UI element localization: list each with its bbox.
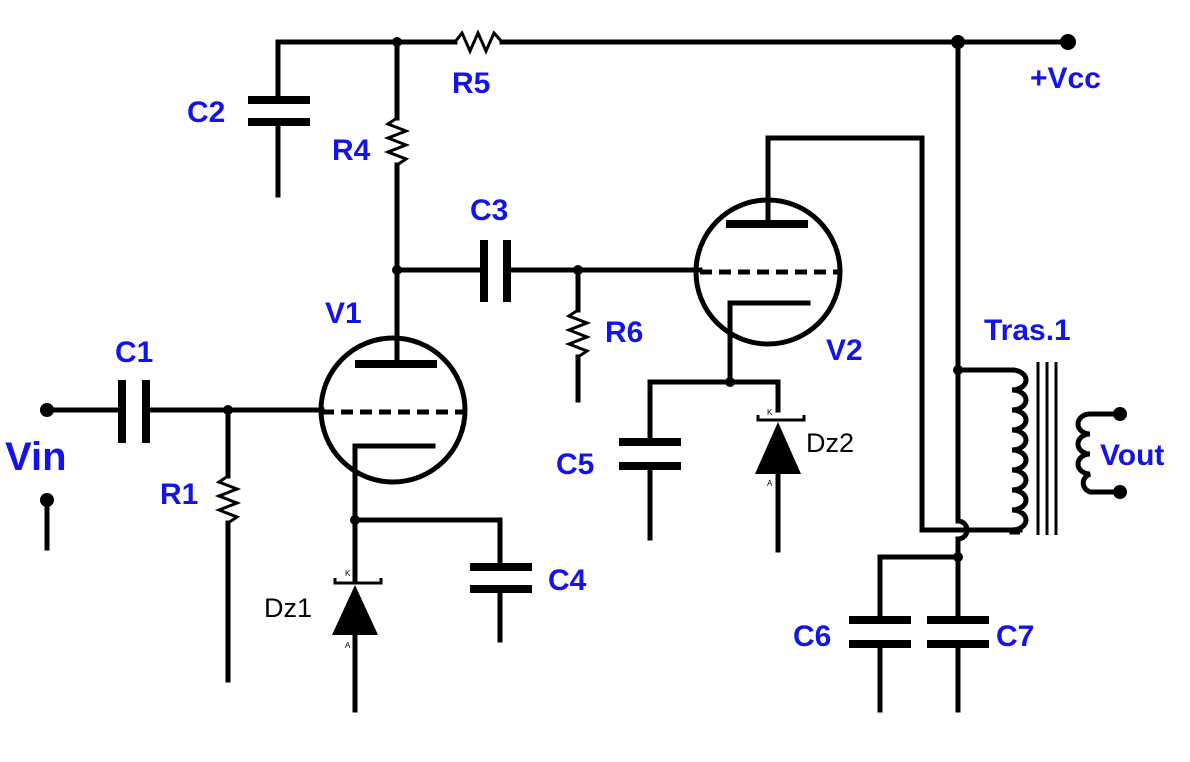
svg-text:A: A — [345, 641, 351, 650]
label-c6: C6 — [793, 620, 831, 653]
ground-icon — [30, 550, 64, 575]
label-r1: R1 — [160, 478, 198, 511]
ground-icon — [633, 540, 667, 565]
ground-icon — [941, 712, 975, 737]
resistor-r4 — [383, 39, 411, 343]
label-v1: V1 — [325, 297, 362, 330]
capacitor-c2 — [248, 96, 310, 222]
label-r4: R4 — [332, 134, 371, 167]
v2-cathode-network: K A — [619, 377, 806, 577]
svg-text:K: K — [767, 408, 773, 417]
zener-dz1-icon — [332, 585, 378, 635]
tube-v1 — [318, 335, 468, 523]
svg-text:K: K — [345, 569, 351, 578]
input-network — [30, 380, 325, 707]
vout-terminal-top — [1113, 407, 1127, 421]
ground-icon — [483, 642, 517, 667]
label-v2: V2 — [826, 334, 863, 367]
svg-text:A: A — [767, 479, 773, 488]
transformer-tras1 — [1009, 362, 1127, 535]
label-c4: C4 — [548, 564, 587, 597]
v1-cathode-network: K A — [332, 515, 532, 737]
ground-icon — [338, 712, 372, 737]
vout-terminal-bottom — [1113, 485, 1127, 499]
label-vin: Vin — [5, 435, 67, 479]
capacitor-c3 — [394, 240, 703, 302]
label-r5: R5 — [452, 67, 490, 100]
label-c1: C1 — [115, 336, 153, 369]
output-stage — [849, 39, 1023, 737]
ground-icon — [211, 682, 245, 707]
label-dz2: Dz2 — [806, 428, 854, 458]
ground-icon — [261, 197, 295, 222]
label-c5: C5 — [556, 448, 594, 481]
tube-v2 — [693, 135, 925, 533]
ground-icon — [863, 712, 897, 737]
label-tras: Tras.1 — [984, 314, 1071, 347]
resistor-r6 — [561, 267, 595, 427]
ground-icon — [561, 402, 595, 427]
ground-icon — [761, 552, 795, 577]
label-vcc: +Vcc — [1030, 62, 1101, 95]
zener-dz2-icon — [755, 422, 801, 474]
label-r6: R6 — [605, 316, 643, 349]
label-c3: C3 — [470, 194, 508, 227]
label-c2: C2 — [187, 96, 225, 129]
label-c7: C7 — [996, 620, 1034, 653]
label-dz1: Dz1 — [264, 593, 312, 623]
label-vout: Vout — [1100, 439, 1164, 472]
vcc-terminal — [1060, 34, 1076, 50]
